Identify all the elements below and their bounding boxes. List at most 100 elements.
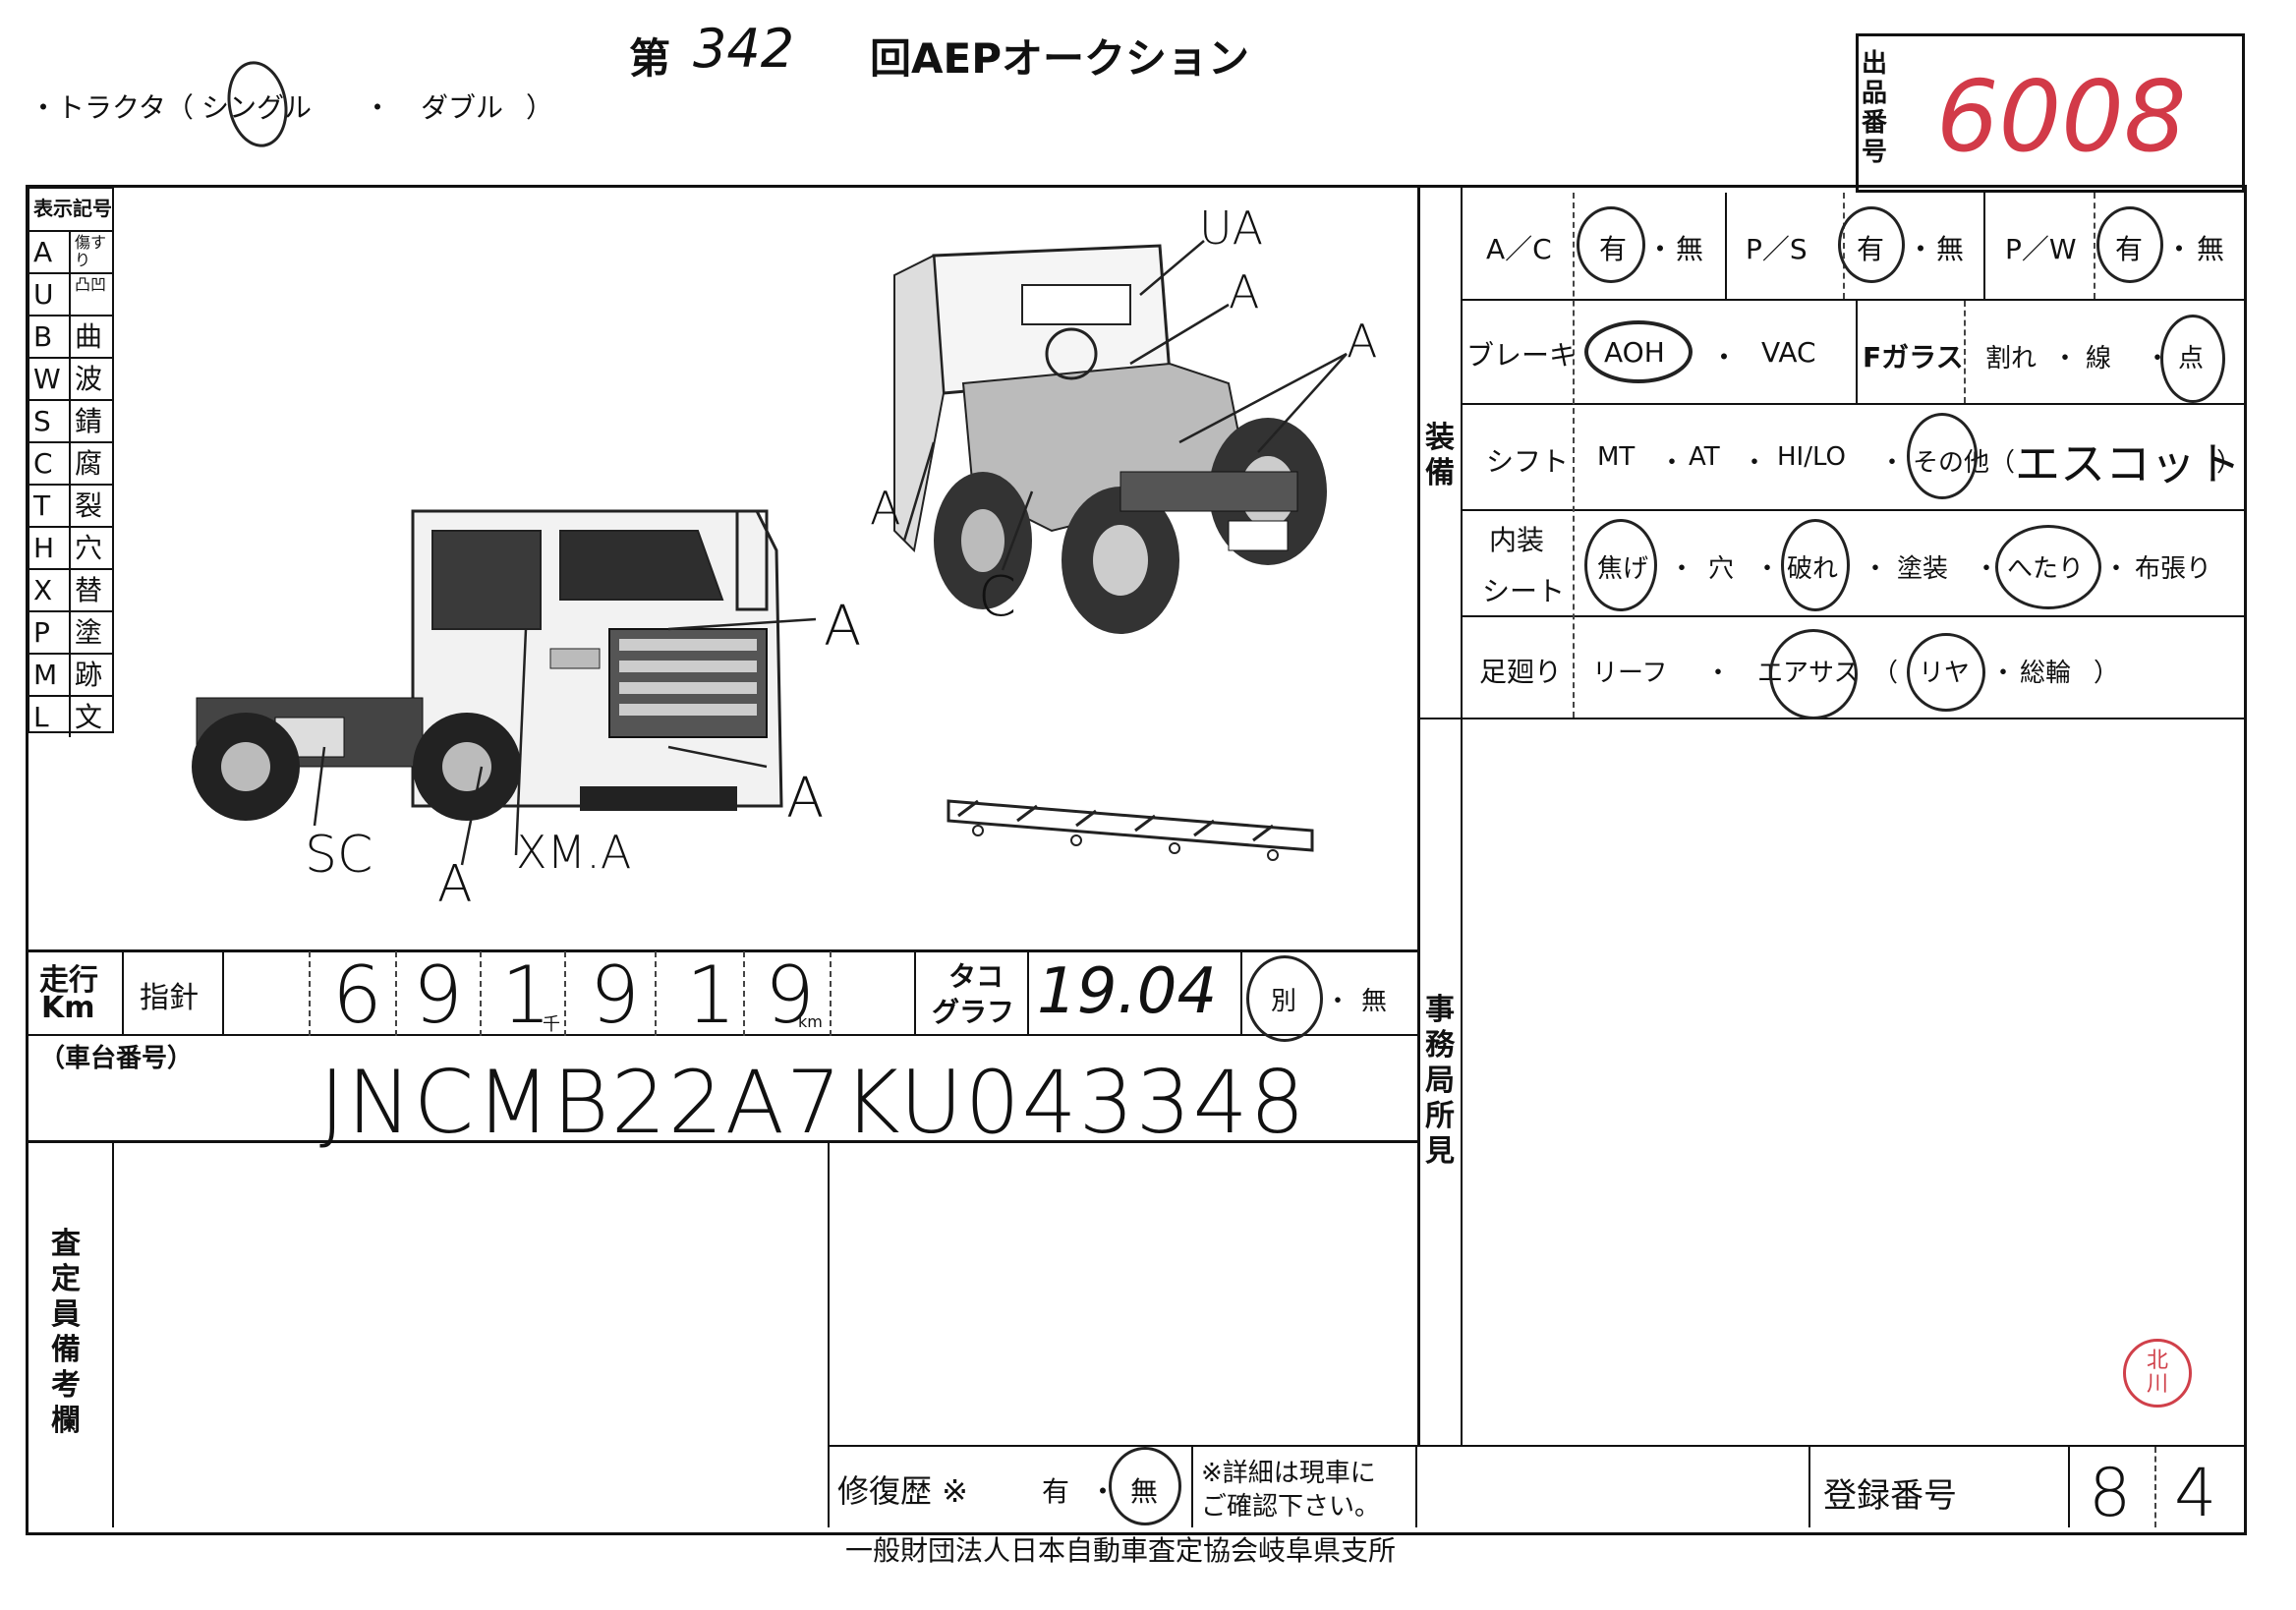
mark-ua: UA: [1199, 201, 1264, 255]
legend-code: M: [33, 659, 58, 691]
interior-dot1: ・: [1669, 554, 1695, 584]
brake-vac[interactable]: VAC: [1761, 336, 1816, 369]
susp-rear-circle: [1907, 633, 1985, 712]
mark-a-bottom: A: [437, 855, 473, 914]
susp-dot: ・: [1705, 659, 1732, 688]
legend-meaning: 波: [75, 363, 103, 395]
interior-cloth[interactable]: 布張り: [2135, 554, 2212, 584]
legend-meaning: 錆: [75, 405, 103, 437]
pw-dot: ・: [2165, 233, 2194, 265]
inspector-label: 査定員備考欄: [51, 1227, 81, 1438]
truck-side-view: [192, 509, 783, 821]
shift-other-value: エスコット: [2015, 437, 2241, 490]
ps-no[interactable]: 無: [1936, 233, 1965, 265]
legend-code: S: [33, 405, 51, 437]
ac-no[interactable]: 無: [1676, 233, 1704, 265]
legend-code: C: [33, 447, 53, 480]
tacho-label-1: タコ: [948, 960, 1004, 993]
brake-label: ブレーキ: [1466, 339, 1578, 372]
legend-code: L: [33, 701, 49, 733]
mark-a-front1: A: [824, 595, 862, 659]
legend-meaning: 跡: [75, 659, 103, 691]
shift-close: ）: [2216, 448, 2243, 478]
brake-dot: ・: [1710, 341, 1739, 374]
mark-a-front2: A: [786, 767, 825, 831]
chassis-value: JNCMB22A7KU043348: [319, 1052, 1307, 1153]
legend-code: H: [33, 532, 55, 564]
registration-label: 登録番号: [1823, 1476, 1957, 1516]
mileage-digit-4: 9: [590, 949, 640, 1041]
lot-number-label-box: 出品番号: [1862, 49, 1888, 167]
mileage-digit-3: 1: [501, 949, 551, 1041]
shift-mt[interactable]: MT: [1597, 442, 1636, 472]
tacho-none[interactable]: 無: [1361, 987, 1388, 1016]
interior-hole[interactable]: 穴: [1708, 554, 1735, 584]
repair-yes[interactable]: 有: [1042, 1475, 1070, 1508]
shift-hilo[interactable]: HI/LO: [1777, 442, 1847, 472]
ac-label: A／C: [1486, 233, 1552, 265]
fglass-line[interactable]: 線: [2086, 344, 2112, 374]
fglass-crack[interactable]: 割れ: [1985, 344, 2038, 374]
legend-row: U 凸凹: [28, 272, 114, 315]
shift-label: シフト: [1486, 445, 1570, 478]
interior-dot4: ・: [1974, 554, 2000, 584]
thousand-unit: 千: [543, 1014, 560, 1035]
truck-rear-view: [893, 244, 1327, 634]
interior-label-2: シート: [1482, 575, 1566, 607]
frame-diagram: [947, 799, 1314, 861]
registration-digit-1: 8: [2089, 1455, 2132, 1532]
mark-a3: A: [870, 482, 901, 535]
fglass-dot1: ・: [2052, 344, 2079, 374]
legend-title: 表示記号: [33, 197, 112, 220]
ac-yes-circle: [1577, 206, 1645, 283]
shift-dot1: ・: [1659, 448, 1686, 478]
fglass-label: Fガラス: [1863, 341, 1964, 374]
tractor-dot: ・: [364, 91, 392, 124]
shift-at[interactable]: AT: [1689, 442, 1720, 472]
susp-close: ）: [2094, 659, 2120, 688]
legend-meaning: 穴: [75, 532, 103, 564]
mark-xm: XM.A: [516, 826, 632, 879]
susp-leaf[interactable]: リーフ: [1592, 659, 1668, 688]
ps-dot: ・: [1907, 233, 1935, 265]
tacho-label-2: グラフ: [932, 996, 1015, 1028]
footer-text: 一般財団法人日本自動車査定協会岐阜県支所: [845, 1534, 1397, 1567]
legend-meaning: 凸凹: [75, 275, 107, 294]
mark-c: C: [978, 565, 1017, 629]
repair-note-2: ご確認下さい。: [1201, 1492, 1381, 1522]
mark-a1: A: [1229, 265, 1260, 318]
repair-note-1: ※詳細は現車に: [1201, 1459, 1376, 1488]
mileage-digit-2: 9: [413, 949, 463, 1041]
tacho-value: 19.04: [1037, 955, 1218, 1028]
legend-box: [28, 187, 114, 733]
shift-dot2: ・: [1742, 448, 1768, 478]
mileage-label-1: 走行: [39, 963, 98, 998]
mileage-digit-5: 1: [686, 949, 736, 1041]
shift-dot3: ・: [1879, 448, 1906, 478]
pw-no[interactable]: 無: [2197, 233, 2225, 265]
legend-code: A: [33, 236, 53, 268]
susp-air-circle: [1769, 629, 1858, 719]
office-note-label: 事務局所見: [1425, 993, 1455, 1169]
tractor-single: シングル: [201, 91, 313, 124]
repair-no-circle: [1109, 1447, 1181, 1525]
susp-open: （: [1872, 659, 1899, 688]
legend-meaning: 替: [75, 574, 103, 606]
legend-meaning: 傷すり: [75, 233, 107, 269]
legend-code: P: [33, 616, 50, 649]
legend-code: U: [33, 278, 54, 311]
interior-paint[interactable]: 塗装: [1897, 554, 1949, 584]
susp-all[interactable]: 総輪: [2020, 659, 2072, 688]
susp-label: 足廻り: [1479, 656, 1563, 688]
legend-meaning: 塗: [75, 616, 103, 649]
tractor-label: ・トラクタ（: [29, 91, 194, 124]
interior-tear-circle: [1781, 519, 1850, 611]
title-suffix: 回AEPオークション: [870, 34, 1249, 83]
interior-dot2: ・: [1754, 554, 1781, 584]
